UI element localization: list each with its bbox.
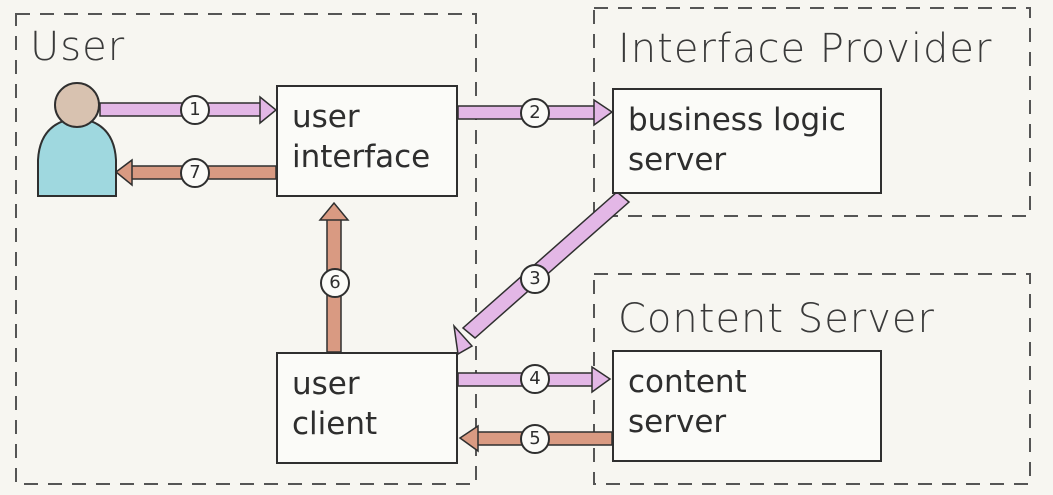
region-title-interface-provider: Interface Provider — [618, 26, 993, 72]
region-title-user: User — [30, 24, 126, 70]
step-6-badge: 6 — [320, 268, 350, 298]
business-logic-server-label: business logic server — [628, 102, 846, 178]
user-client-box: user client — [276, 352, 458, 464]
step-5-badge: 5 — [520, 424, 550, 454]
content-server-box: content server — [612, 350, 882, 462]
step-3-badge: 3 — [520, 264, 550, 294]
user-person-icon — [37, 82, 117, 197]
user-region-frame — [15, 13, 477, 485]
content-server-label: content server — [628, 364, 747, 440]
step-1-badge: 1 — [180, 95, 210, 125]
step-4-badge: 4 — [520, 364, 550, 394]
user-client-label: user client — [292, 366, 378, 442]
region-title-content-server: Content Server — [618, 296, 935, 342]
arrow-3-request — [452, 191, 631, 356]
step-7-badge: 7 — [180, 158, 210, 188]
user-interface-box: user interface — [276, 85, 458, 197]
business-logic-server-box: business logic server — [612, 88, 882, 194]
step-2-badge: 2 — [520, 98, 550, 128]
user-interface-label: user interface — [292, 99, 431, 175]
